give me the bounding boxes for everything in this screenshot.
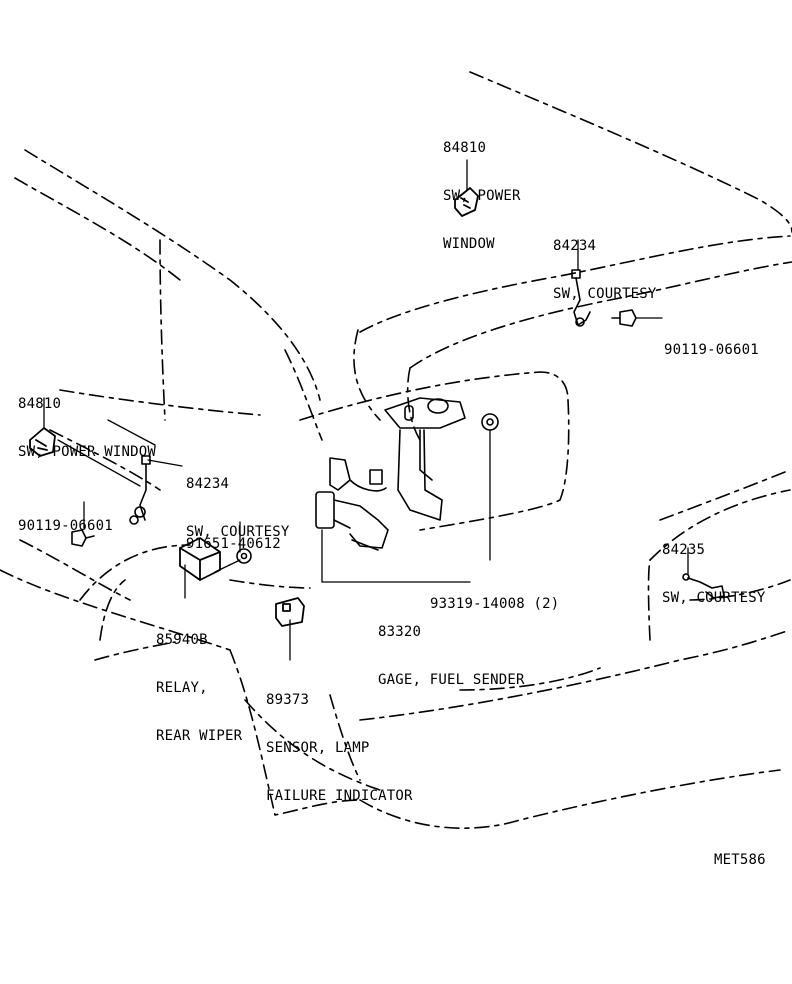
part-name: SENSOR, LAMP — [266, 740, 370, 756]
part-name: WINDOW — [443, 236, 495, 252]
label-power-window-switch-top: 84810 SW, POWER WINDOW — [443, 108, 521, 268]
part-name: SW, COURTESY — [553, 286, 657, 302]
part-number: 84234 — [553, 238, 597, 254]
power-window-switch-top-icon — [454, 187, 479, 217]
label-courtesy-switch-left: 84234 SW, COURTESY — [186, 444, 290, 556]
label-courtesy-switch-rear: 84235 SW, COURTESY — [662, 510, 766, 622]
part-number: 90119-06601 — [18, 518, 113, 534]
part-name: GAGE, FUEL SENDER — [378, 672, 525, 688]
part-name: SW, POWER — [443, 188, 521, 204]
part-name: SW, POWER WINDOW — [18, 444, 157, 460]
courtesy-switch-rear-icon — [682, 573, 725, 599]
label-sensor: 89373 SENSOR, LAMP FAILURE INDICATOR — [266, 660, 413, 820]
label-nut: 91651-40612 — [186, 504, 281, 568]
bolt-left-icon — [71, 529, 95, 547]
part-name: SW, COURTESY — [662, 590, 766, 606]
part-number: 89373 — [266, 692, 310, 708]
part-name: RELAY, — [156, 680, 208, 696]
part-number: 83320 — [378, 624, 422, 640]
part-number: 85940B — [156, 632, 208, 648]
part-number: 84810 — [18, 396, 62, 412]
relay-icon — [179, 537, 221, 581]
part-number: 93319-14008 (2) — [430, 596, 560, 612]
label-relay: 85940B RELAY, REAR WIPER — [156, 600, 242, 760]
label-fuel-sender-gage: 83320 GAGE, FUEL SENDER — [378, 592, 525, 704]
sensor-icon — [275, 597, 305, 627]
label-bolt-right: 90119-06601 — [664, 310, 759, 374]
label-gasket: 93319-14008 (2) — [430, 564, 559, 628]
part-name: SW, COURTESY — [186, 524, 290, 540]
label-bolt-left: 90119-06601 — [18, 486, 113, 550]
drawing-code: MET586 — [714, 852, 766, 868]
part-number: 91651-40612 — [186, 536, 281, 552]
courtesy-switch-left-icon — [129, 455, 151, 525]
label-power-window-switch-left: 84810 SW, POWER WINDOW — [18, 364, 156, 476]
part-number: 84810 — [443, 140, 487, 156]
part-number: 90119-06601 — [664, 342, 759, 358]
body-outline — [0, 71, 792, 829]
part-name: REAR WIPER — [156, 728, 243, 744]
power-window-switch-left-icon — [29, 427, 56, 457]
part-number: 84234 — [186, 476, 230, 492]
bolt-right-icon — [611, 309, 637, 327]
part-name: FAILURE INDICATOR — [266, 788, 413, 804]
nut-icon — [236, 548, 252, 564]
label-courtesy-switch-top: 84234 SW, COURTESY — [553, 206, 657, 318]
courtesy-switch-top-icon — [571, 269, 591, 327]
gasket-icon — [481, 413, 499, 431]
part-number: 84235 — [662, 542, 706, 558]
fuel-sender-gage-icon — [315, 397, 466, 551]
